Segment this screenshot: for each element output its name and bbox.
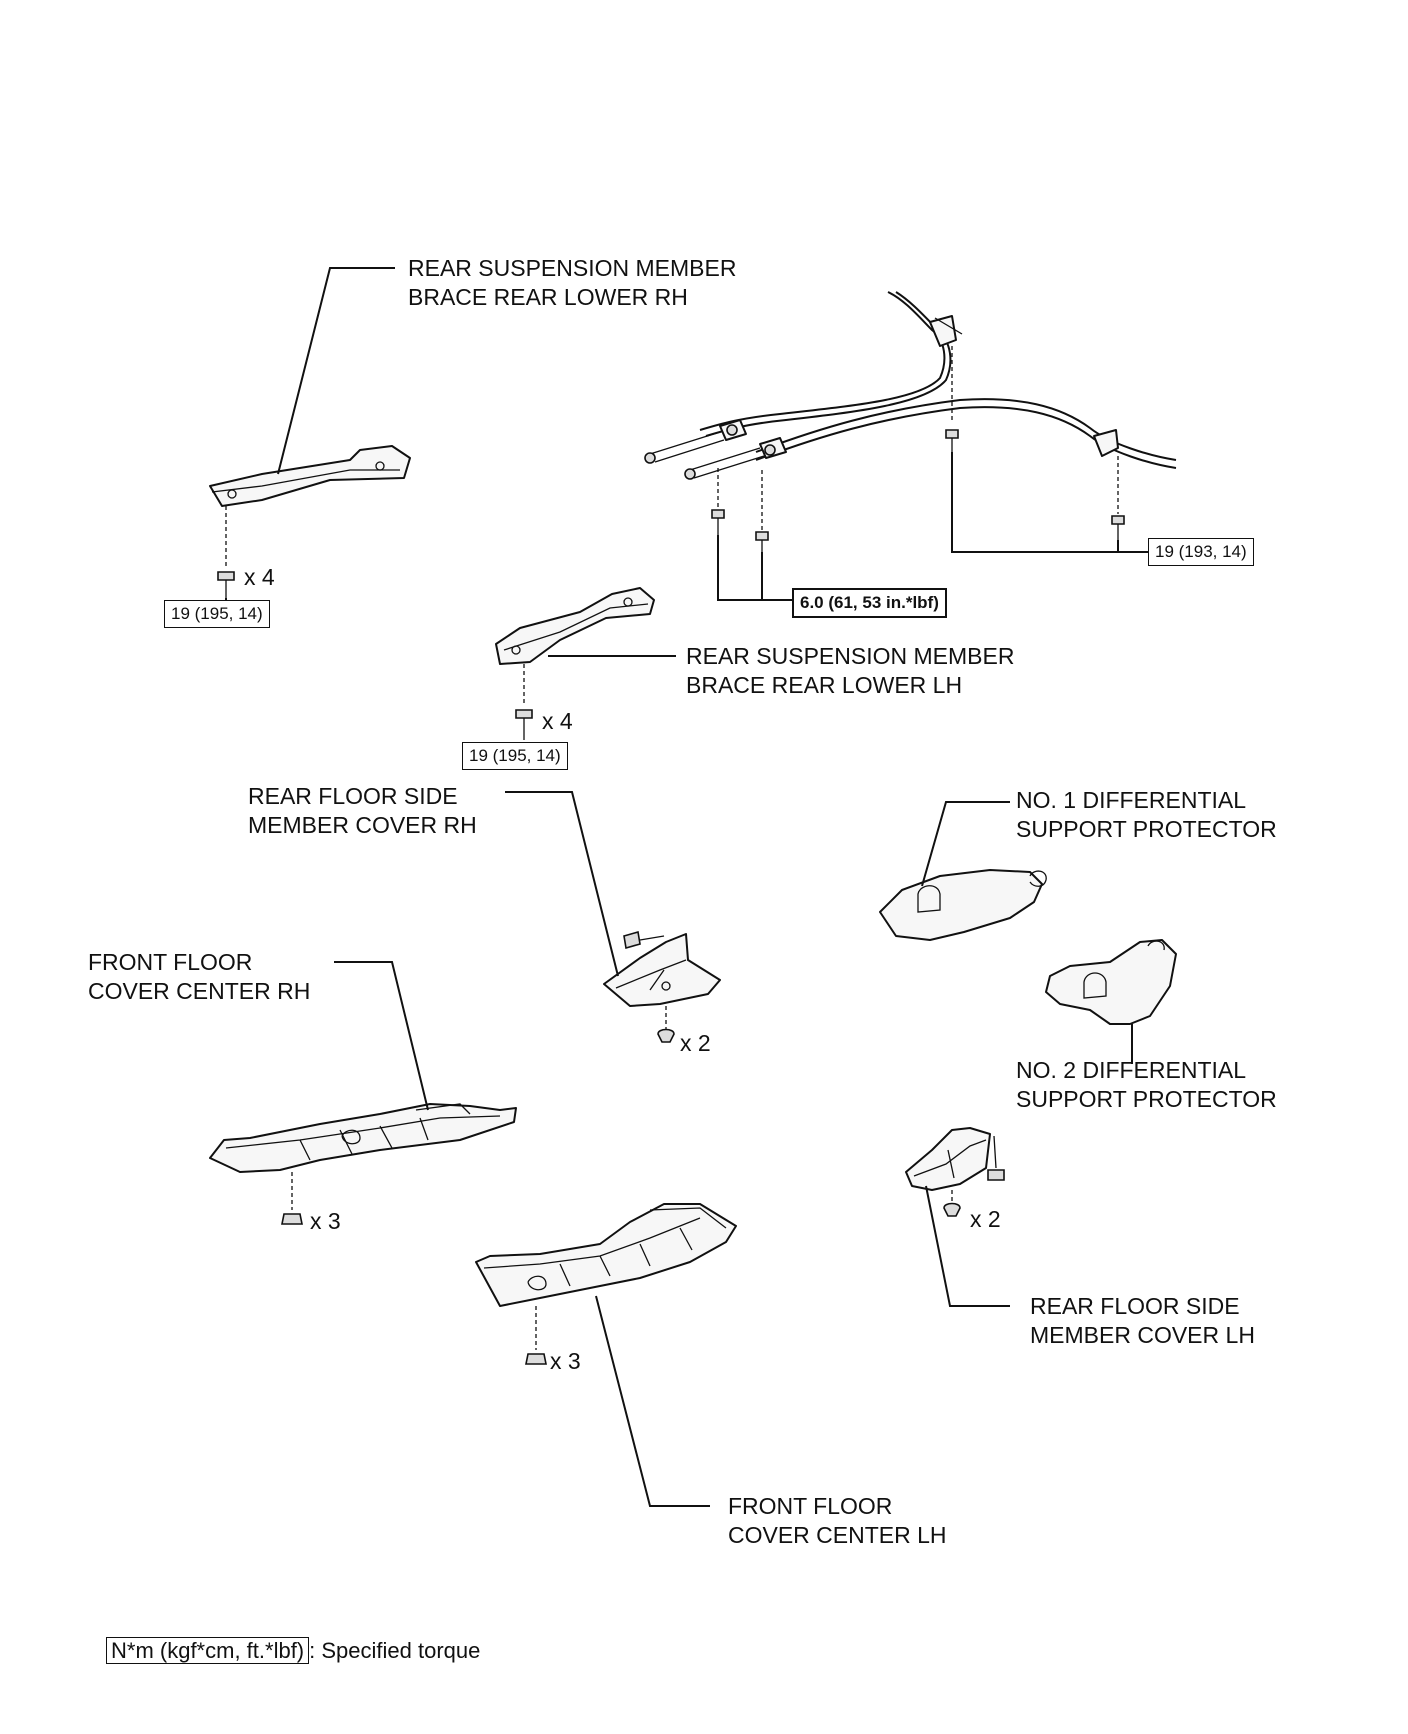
label-front-floor-rh-line1: FRONT FLOOR — [88, 949, 253, 975]
clip-icon — [657, 1028, 675, 1043]
label-rear-floor-side-lh: REAR FLOOR SIDE MEMBER COVER LH — [1030, 1292, 1255, 1350]
leader-torque-cable-bracket — [717, 535, 792, 601]
qty-rear-floor-side-rh: x 2 — [680, 1030, 711, 1056]
rear-floor-side-member-cover-rh-part — [603, 933, 721, 1007]
label-rear-floor-side-lh-line2: MEMBER COVER LH — [1030, 1322, 1255, 1348]
clip-icon — [943, 1202, 961, 1217]
label-brace-lh-line2: BRACE REAR LOWER LH — [686, 672, 963, 698]
leader-front-floor-rh — [334, 961, 429, 1111]
label-rear-floor-side-lh-line1: REAR FLOOR SIDE — [1030, 1293, 1240, 1319]
label-front-floor-lh-line1: FRONT FLOOR — [728, 1493, 893, 1519]
label-diff-protector-1-line1: NO. 1 DIFFERENTIAL — [1016, 787, 1247, 813]
label-diff-protector-2-line2: SUPPORT PROTECTOR — [1016, 1086, 1277, 1112]
label-diff-protector-2: NO. 2 DIFFERENTIAL SUPPORT PROTECTOR — [1016, 1056, 1277, 1114]
label-brace-rh-line1: REAR SUSPENSION MEMBER — [408, 255, 737, 281]
qty-brace-lh: x 4 — [542, 708, 573, 734]
torque-legend: N*m (kgf*cm, ft.*lbf): Specified torque — [106, 1636, 480, 1666]
label-front-floor-rh-line2: COVER CENTER RH — [88, 978, 311, 1004]
qty-rear-floor-side-lh: x 2 — [970, 1206, 1001, 1232]
no2-differential-support-protector-part — [1045, 939, 1177, 1025]
legend-unit-box: N*m (kgf*cm, ft.*lbf) — [106, 1637, 310, 1664]
torque-cable-clamp: 19 (193, 14) — [1148, 538, 1254, 566]
label-brace-lh: REAR SUSPENSION MEMBER BRACE REAR LOWER … — [686, 642, 1014, 700]
label-diff-protector-2-line1: NO. 2 DIFFERENTIAL — [1016, 1057, 1247, 1083]
torque-brace-rh: 19 (195, 14) — [164, 600, 270, 628]
label-rear-floor-side-rh-line1: REAR FLOOR SIDE — [248, 783, 458, 809]
label-diff-protector-1-line2: SUPPORT PROTECTOR — [1016, 816, 1277, 842]
nut-icon — [525, 1353, 547, 1365]
torque-cable-bracket: 6.0 (61, 53 in.*lbf) — [792, 588, 947, 618]
bolt-icon — [515, 709, 533, 740]
legend-text: : Specified torque — [309, 1638, 481, 1663]
leader-rear-floor-side-lh — [925, 1185, 1010, 1307]
leader-diff-protector-1 — [921, 801, 1010, 887]
leader-brace-rh — [277, 267, 395, 475]
label-rear-floor-side-rh: REAR FLOOR SIDE MEMBER COVER RH — [248, 782, 477, 840]
front-floor-cover-center-rh-part — [209, 1103, 517, 1173]
parking-brake-cable-part — [644, 291, 1177, 480]
label-front-floor-lh-line2: COVER CENTER LH — [728, 1522, 947, 1548]
label-brace-rh-line2: BRACE REAR LOWER RH — [408, 284, 688, 310]
bolt-icon — [623, 930, 665, 950]
bolt-icon — [217, 571, 235, 598]
nut-icon — [281, 1213, 303, 1225]
qty-brace-rh: x 4 — [244, 564, 275, 590]
label-diff-protector-1: NO. 1 DIFFERENTIAL SUPPORT PROTECTOR — [1016, 786, 1277, 844]
label-front-floor-lh: FRONT FLOOR COVER CENTER LH — [728, 1492, 947, 1550]
torque-brace-lh: 19 (195, 14) — [462, 742, 568, 770]
qty-front-floor-lh: x 3 — [550, 1348, 581, 1374]
rear-floor-side-member-cover-lh-part — [905, 1127, 991, 1191]
bolt-icon — [987, 1135, 1005, 1181]
leader-front-floor-lh — [595, 1295, 710, 1507]
qty-front-floor-rh: x 3 — [310, 1208, 341, 1234]
label-brace-rh: REAR SUSPENSION MEMBER BRACE REAR LOWER … — [408, 254, 736, 312]
no1-differential-support-protector-part — [879, 869, 1047, 941]
front-floor-cover-center-lh-part — [475, 1203, 737, 1307]
bolt-icon — [711, 429, 1125, 552]
label-rear-floor-side-rh-line2: MEMBER COVER RH — [248, 812, 477, 838]
label-brace-lh-line1: REAR SUSPENSION MEMBER — [686, 643, 1015, 669]
leader-rear-floor-side-rh — [505, 791, 619, 977]
leader-torque-cable-clamp — [951, 452, 1148, 553]
brace-rear-lower-lh-part — [495, 587, 655, 665]
label-front-floor-rh: FRONT FLOOR COVER CENTER RH — [88, 948, 310, 1006]
brace-rear-lower-rh-part — [209, 445, 411, 507]
